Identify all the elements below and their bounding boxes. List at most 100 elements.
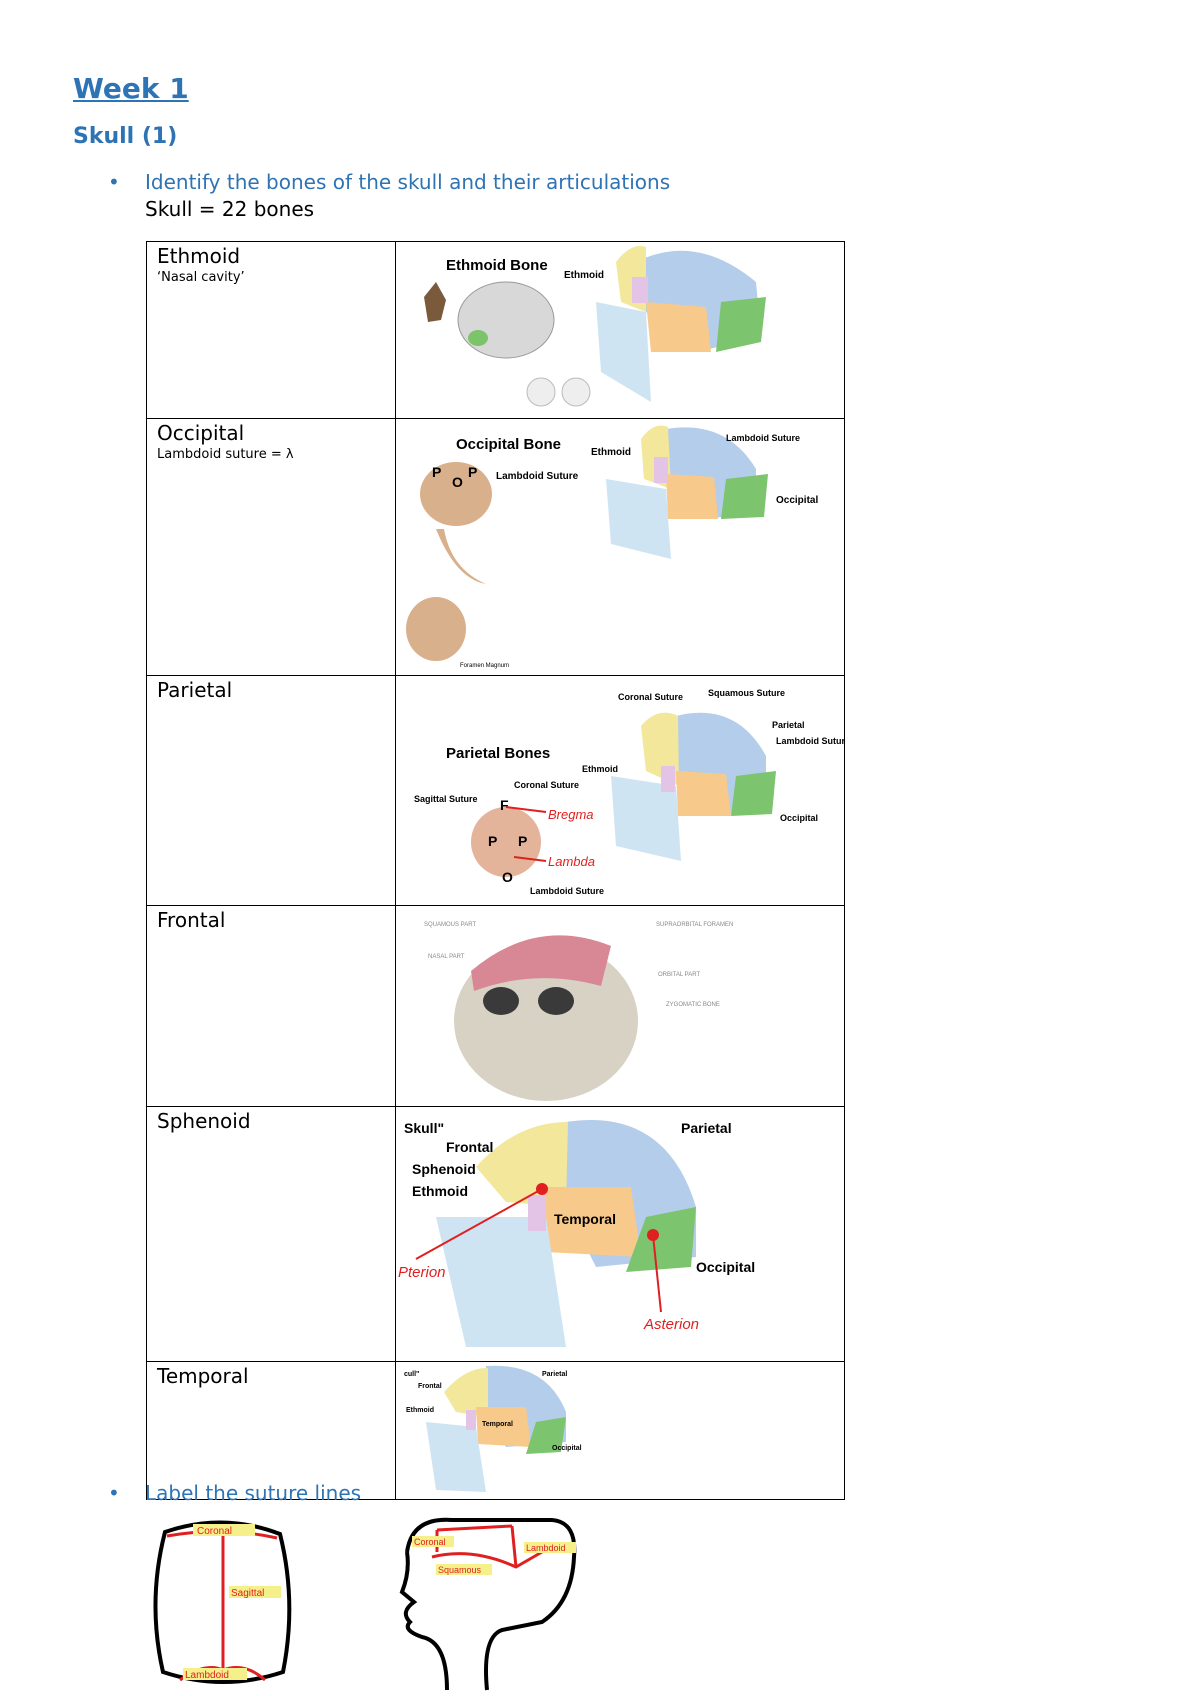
- figure-label: Occipital: [776, 495, 818, 506]
- parietal-top-icon: [471, 807, 541, 877]
- bone-figure-cell: Occipital Bone P O P Lambdoid Suture For…: [395, 418, 845, 676]
- ethmoid-highlight-icon: [468, 330, 488, 346]
- head-icon: [561, 377, 591, 407]
- frontal-bone-highlight-icon: [471, 935, 611, 991]
- figure-letter: F: [500, 797, 509, 813]
- bones-table: Ethmoid ‘Nasal cavity’ Ethmoid Bone: [146, 241, 850, 1500]
- handwritten-label: Bregma: [548, 807, 594, 822]
- figure-label: Foramen Magnum: [460, 663, 509, 669]
- figure-label: Occipital: [552, 1445, 582, 1452]
- figure-label: SUPRAORBITAL FORAMEN: [656, 922, 733, 928]
- figure-label: Lambdoid Suture: [726, 433, 800, 443]
- bone-figure-cell: Parietal Bones F P P O Coronal Suture Sa…: [395, 675, 850, 906]
- table-row: Occipital Lambdoid suture = λ Occipital …: [146, 418, 845, 676]
- temporal-figure: cull" Frontal Parietal Ethmoid Temporal …: [404, 1365, 582, 1492]
- figure-title: Parietal Bones: [446, 745, 550, 762]
- suture-label: Squamous: [438, 1565, 482, 1575]
- ethmoid-figure: Ethmoid Bone Ethmoid: [424, 246, 766, 407]
- frontal-figure: SQUAMOUS PART SUPRAORBITAL FORAMEN NASAL…: [424, 922, 733, 1101]
- figure-label: ZYGOMATIC BONE: [666, 1002, 720, 1008]
- figure-label: NASAL PART: [428, 954, 465, 960]
- figure-label: Lambdoid Suture: [776, 736, 844, 746]
- ethmoid-bone-icon: [424, 282, 446, 322]
- head-side-sketch: Coronal Lambdoid Squamous: [399, 1517, 577, 1691]
- figure-label: Frontal: [418, 1383, 442, 1390]
- bone-name: Occipital: [157, 421, 245, 445]
- figure-label: Temporal: [482, 1421, 513, 1428]
- bone-figure-cell: Skull" Frontal Parietal Sphenoid Ethmoid…: [395, 1106, 845, 1362]
- table-row: Ethmoid ‘Nasal cavity’ Ethmoid Bone: [146, 241, 845, 419]
- orbit-icon: [538, 987, 574, 1015]
- handwritten-label: Pterion: [398, 1264, 446, 1281]
- suture-label: Sagittal: [231, 1588, 264, 1599]
- sphenoid-figure: Skull" Frontal Parietal Sphenoid Ethmoid…: [398, 1120, 755, 1347]
- figure-label: Parietal: [772, 720, 805, 730]
- occipital-side-icon: [436, 529, 486, 584]
- figure-title: Occipital Bone: [456, 436, 561, 453]
- figure-letter: P: [518, 833, 527, 849]
- bone-name: Sphenoid: [157, 1109, 251, 1133]
- bone-name: Frontal: [157, 908, 226, 932]
- bone-name: Ethmoid: [157, 244, 241, 268]
- figure-label: Temporal: [554, 1211, 616, 1227]
- suture-label: Coronal: [414, 1537, 446, 1547]
- bone-name-cell: Occipital Lambdoid suture = λ: [146, 418, 396, 676]
- figure-label: Ethmoid: [591, 447, 631, 458]
- suture-label: Lambdoid: [185, 1670, 229, 1681]
- objective-identify-bones: Identify the bones of the skull and thei…: [145, 170, 671, 194]
- figure-label: Coronal Suture: [514, 780, 579, 790]
- figure-label: ORBITAL PART: [658, 972, 700, 978]
- figure-label: Ethmoid: [412, 1183, 468, 1199]
- bone-note: Lambdoid suture = λ: [157, 447, 294, 462]
- figure-label: Parietal: [681, 1120, 732, 1136]
- skull-icon: [457, 281, 555, 359]
- annotation-arrow: [513, 856, 547, 862]
- skull-diagram: [436, 1120, 696, 1347]
- bone-name-cell: Frontal: [146, 905, 396, 1107]
- figure-label: Occipital: [780, 813, 818, 823]
- orbit-icon: [483, 987, 519, 1015]
- figure-label: Frontal: [446, 1139, 493, 1155]
- figure-label: Lambdoid Suture: [496, 471, 579, 482]
- occipital-figure: Occipital Bone P O P Lambdoid Suture For…: [406, 425, 818, 669]
- figure-label: Ethmoid: [406, 1407, 434, 1414]
- figure-label: Occipital: [696, 1259, 755, 1275]
- figure-label: Parietal: [542, 1371, 567, 1378]
- annotation-arrow: [652, 1234, 662, 1313]
- parietal-figure: Parietal Bones F P P O Coronal Suture Sa…: [414, 688, 850, 896]
- table-row: Frontal SQUAMOUS PART SUPRAORBITAL FORAM…: [146, 905, 845, 1107]
- table-row: Temporal cull" Frontal Parietal Ethmoid …: [146, 1361, 845, 1500]
- figure-label: SQUAMOUS PART: [424, 922, 476, 928]
- suture-label: Coronal: [197, 1526, 232, 1537]
- skull-diagram: [606, 425, 768, 559]
- bone-name: Parietal: [157, 678, 233, 702]
- bone-figure-cell: Ethmoid Bone Ethmoid: [395, 241, 845, 419]
- skull-diagram: [596, 246, 766, 402]
- suture-label: Lambdoid: [526, 1543, 566, 1553]
- bone-name-cell: Temporal: [146, 1361, 396, 1500]
- occipital-bone-icon: [420, 462, 492, 526]
- skull-diagram: [426, 1365, 566, 1492]
- section-heading: Skull (1): [73, 124, 178, 149]
- occipital-base-icon: [406, 597, 466, 661]
- page-heading: Week 1: [73, 72, 189, 105]
- figure-letter: O: [452, 474, 463, 490]
- head-icon: [526, 377, 556, 407]
- handwritten-label: Lambda: [548, 854, 595, 869]
- figure-title: Ethmoid Bone: [446, 257, 548, 274]
- bullet-icon: •: [108, 1481, 120, 1505]
- objective-label-sutures: Label the suture lines: [145, 1481, 362, 1505]
- figure-letter: P: [468, 464, 477, 480]
- figure-label: Coronal Suture: [618, 692, 683, 702]
- skull-bone-count: Skull = 22 bones: [145, 197, 315, 221]
- skull-diagram: [611, 712, 776, 861]
- figure-letter: O: [502, 869, 513, 885]
- bone-note: ‘Nasal cavity’: [157, 270, 245, 285]
- bone-name-cell: Parietal: [146, 675, 396, 906]
- figure-title: Skull": [404, 1120, 444, 1136]
- bullet-icon: •: [108, 170, 120, 194]
- table-row: Parietal Parietal Bones F P P O Coronal …: [146, 675, 850, 906]
- bone-name-cell: Ethmoid ‘Nasal cavity’: [146, 241, 396, 419]
- skull-top-sketch: Coronal Sagittal Lambdoid: [153, 1520, 292, 1684]
- figure-label: Ethmoid: [582, 764, 618, 774]
